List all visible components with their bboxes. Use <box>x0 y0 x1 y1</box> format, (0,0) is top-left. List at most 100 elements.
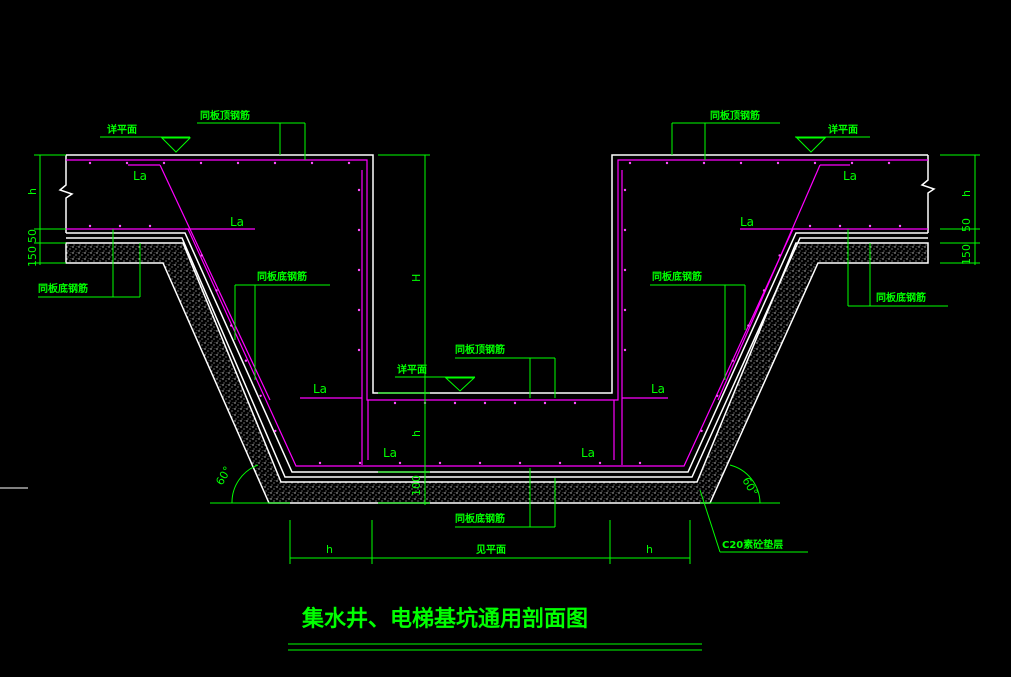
rebar-dot <box>88 224 92 228</box>
rebar-dot <box>623 268 627 272</box>
rebar-dot <box>357 348 361 352</box>
rebar-dot <box>88 161 92 165</box>
rebar-dot <box>118 224 122 228</box>
dim-150-right: 150 <box>960 244 973 265</box>
rebar-dot <box>244 359 248 362</box>
rebar-dot <box>453 401 457 405</box>
label-bottom-rebar-right-inner: 同板底钢筋 <box>652 270 702 283</box>
rebar-dot <box>628 161 632 165</box>
label-top-rebar-center: 同板顶钢筋 <box>455 343 505 356</box>
rebar-dot <box>125 161 129 165</box>
dim-h-bottom-right: h <box>646 543 653 556</box>
rebar-dot <box>747 324 750 327</box>
rebar-lines <box>66 159 928 467</box>
rebar-dot <box>513 401 517 405</box>
rebar-dot <box>357 308 361 312</box>
rebar-dot <box>236 161 240 165</box>
cushion-layer <box>65 242 929 504</box>
dim-150-left: 150 <box>26 246 39 267</box>
dimension-texts: h 50 150 h 50 150 H h 100 h 见平面 h 60° 60… <box>26 188 973 556</box>
la-texts: La La La La La La La La <box>133 169 857 460</box>
rebar-dot <box>778 254 781 257</box>
rebar-dot <box>558 461 562 465</box>
concrete-outline <box>58 154 936 478</box>
rebar-dot <box>543 401 547 405</box>
rebar-dot <box>868 224 872 228</box>
rebar-dot <box>398 461 402 465</box>
la-text: La <box>651 382 665 396</box>
label-elevation-right: 详平面 <box>828 123 858 136</box>
rebar-dot <box>700 429 703 433</box>
rebar-dot <box>739 161 743 165</box>
annotation-texts: 详平面 详平面 详平面 同板顶钢筋 同板顶钢筋 同板顶钢筋 同板底钢筋 同板底钢… <box>38 109 926 551</box>
dim-H-center: H <box>410 274 423 282</box>
rebar-dot <box>623 308 627 312</box>
la-text: La <box>843 169 857 183</box>
dim-100-center: 100 <box>410 475 423 496</box>
rebar-dot <box>347 161 351 165</box>
rebar-dot <box>358 461 362 465</box>
la-text: La <box>230 215 244 229</box>
drawing-title: 集水井、电梯基坑通用剖面图 <box>301 606 588 632</box>
dim-h-right: h <box>960 190 973 197</box>
rebar-dot <box>438 461 442 465</box>
rebar-dot <box>393 401 397 405</box>
rebar-dot <box>318 461 322 465</box>
rebar-dot <box>230 324 233 327</box>
rebar-dot <box>623 348 627 352</box>
rebar-dot <box>274 429 277 433</box>
label-top-rebar-right: 同板顶钢筋 <box>710 109 760 122</box>
label-elevation-center: 详平面 <box>397 363 427 376</box>
rebar-dot <box>598 461 602 465</box>
rebar-dot <box>518 461 522 465</box>
rebar-dot <box>148 224 152 228</box>
la-text: La <box>133 169 147 183</box>
label-cushion: C20素砼垫层 <box>722 538 783 551</box>
rebar-dot <box>273 161 277 165</box>
label-elevation-left: 详平面 <box>107 123 137 136</box>
rebar-dot <box>478 461 482 465</box>
dim-50-left: 50 <box>26 229 39 243</box>
label-bottom-rebar-center: 同板底钢筋 <box>455 512 505 525</box>
dim-h-left: h <box>26 188 39 195</box>
rebar-dot <box>665 161 669 165</box>
label-bottom-rebar-right-outer: 同板底钢筋 <box>876 291 926 304</box>
rebar-dot <box>199 161 203 165</box>
label-top-rebar-left: 同板顶钢筋 <box>200 109 250 122</box>
rebar-dot <box>162 161 166 165</box>
la-text: La <box>313 382 327 396</box>
dim-see-plan: 见平面 <box>476 544 506 556</box>
rebar-dot <box>310 161 314 165</box>
rebar-dot <box>623 188 627 192</box>
label-bottom-rebar-left-inner: 同板底钢筋 <box>257 270 307 283</box>
dimension-lines <box>0 122 980 651</box>
la-text: La <box>740 215 754 229</box>
rebar-dot <box>623 228 627 232</box>
rebar-dot <box>259 394 262 397</box>
rebar-dot <box>483 401 487 405</box>
la-text: La <box>581 446 595 460</box>
rebar-dot <box>813 161 817 165</box>
rebar-dot <box>215 289 218 292</box>
angle-left: 60° <box>213 464 234 487</box>
rebar-dot <box>357 188 361 192</box>
rebar-dot <box>716 394 719 397</box>
rebar-dot <box>887 161 891 165</box>
rebar-dot <box>638 461 642 465</box>
dim-50-right: 50 <box>960 218 973 232</box>
angle-right: 60° <box>739 475 760 498</box>
rebar-dot <box>850 161 854 165</box>
rebar-dot <box>702 161 706 165</box>
rebar-dot <box>731 359 734 362</box>
rebar-dots <box>88 161 902 465</box>
la-text: La <box>383 446 397 460</box>
rebar-dot <box>808 224 812 228</box>
rebar-dot <box>357 228 361 232</box>
rebar-dot <box>357 268 361 272</box>
dim-h-bottom-left: h <box>326 543 333 556</box>
label-bottom-rebar-left-outer: 同板底钢筋 <box>38 282 88 295</box>
rebar-dot <box>776 161 780 165</box>
rebar-dot <box>838 224 842 228</box>
rebar-dot <box>898 224 902 228</box>
